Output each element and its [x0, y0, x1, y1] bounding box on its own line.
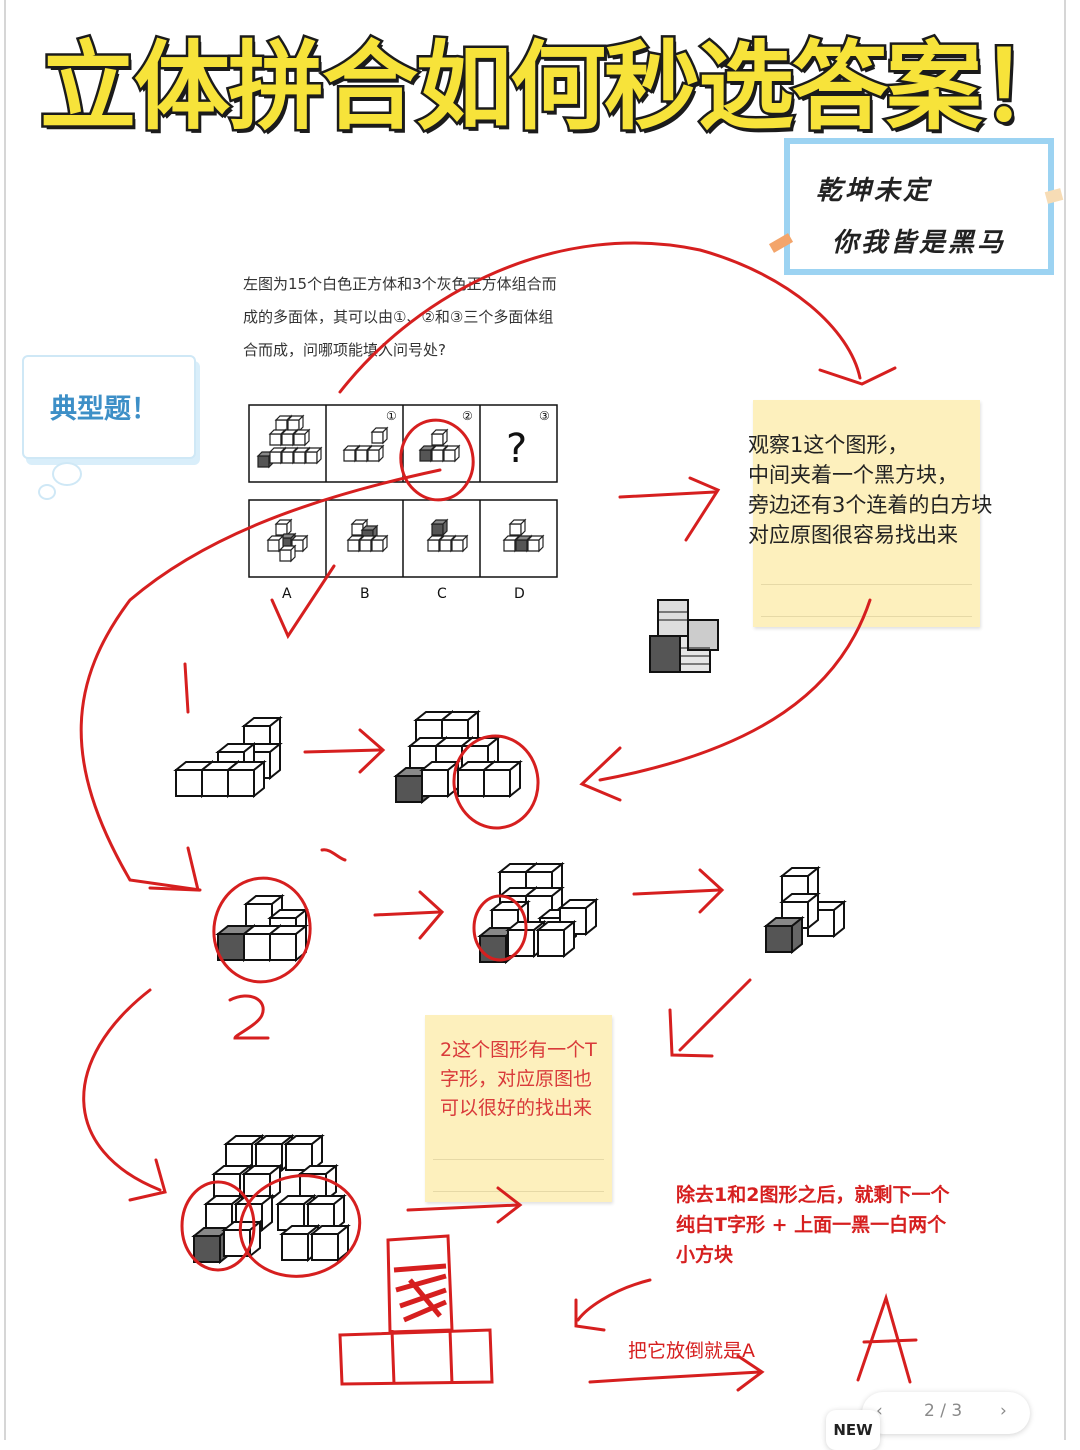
page-edge-right — [1064, 0, 1066, 1440]
page-title: 立体拼合如何秒选答案！ — [38, 29, 1079, 146]
unknown-mark: ? — [506, 426, 527, 472]
option-d-label: D — [514, 586, 525, 602]
panel-label-2: ② — [462, 409, 473, 423]
question-figure-grid: ① ② ③ ? A B C D — [248, 404, 558, 602]
piece-1-shaded — [649, 599, 719, 673]
typical-question-tag: 典型题！ — [22, 355, 196, 459]
main-solid-large-1 — [395, 711, 521, 803]
red-annotations — [79, 241, 918, 1392]
motto-line-2: 你我皆是黑马 — [832, 228, 1007, 258]
page-number: 2 / 3 — [924, 1401, 963, 1421]
option-a-label: A — [282, 586, 292, 602]
next-page-button[interactable]: › — [1000, 1401, 1007, 1421]
main-solid-large-3 — [193, 1135, 349, 1263]
handwritten-two: 2 — [0, 0, 1, 1]
piece-2-large — [217, 895, 307, 961]
remaining-piece — [765, 867, 845, 953]
main-solid-large-2 — [479, 863, 597, 963]
piece-1-large — [175, 717, 281, 797]
typical-question-label: 典型题！ — [50, 394, 158, 425]
conclusion-text: 除去1和2图形之后，就剩下一个 纯白T字形 + 上面一黑一白两个 小方块 — [676, 1184, 950, 1266]
page-indicator: ‹ 2 / 3 › — [862, 1392, 1030, 1434]
flip-hint-text: 把它放倒就是A — [628, 1340, 755, 1362]
option-b-label: B — [360, 586, 370, 602]
new-badge-button[interactable]: NEW — [826, 1410, 880, 1450]
prev-page-button[interactable]: ‹ — [876, 1401, 883, 1421]
page-edge-left — [4, 0, 6, 1440]
handwritten-answer: A — [0, 0, 1, 1]
note-2-text: 2这个图形有一个T 字形，对应原图也 可以很好的找出来 — [440, 1039, 597, 1119]
panel-label-1: ① — [386, 409, 397, 423]
option-c-label: C — [437, 586, 447, 602]
motto-box: 乾坤未定 你我皆是黑马 — [784, 138, 1054, 275]
hand-drawn-t-shape — [338, 1234, 494, 1386]
note-1-text: 观察1这个图形， 中间夹着一个黑方块， 旁边还有3个连着的白方块 对应原图很容易… — [748, 433, 993, 547]
panel-label-3: ③ — [539, 409, 550, 423]
sticky-note-1 — [753, 400, 980, 627]
thought-bubble-large — [52, 462, 82, 486]
thought-bubble-small — [38, 484, 56, 500]
sticky-note-2 — [425, 1015, 612, 1202]
motto-line-1: 乾坤未定 — [816, 176, 933, 206]
